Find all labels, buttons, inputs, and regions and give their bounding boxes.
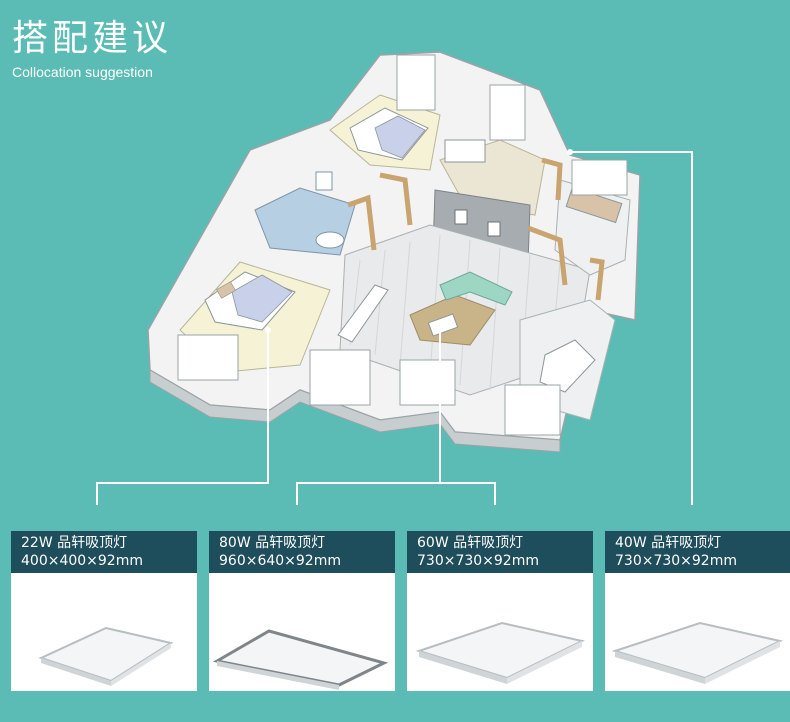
product-card-header: 22W 品轩吸顶灯 400×400×92mm xyxy=(11,531,197,573)
product-card-header: 80W 品轩吸顶灯 960×640×92mm xyxy=(209,531,395,573)
dining-table xyxy=(539,339,596,393)
product-size: 960×640×92mm xyxy=(219,553,341,569)
square-ceiling-light-icon xyxy=(611,621,783,684)
product-card-header: 40W 品轩吸顶灯 730×730×92mm xyxy=(605,531,790,573)
product-size: 730×730×92mm xyxy=(615,553,737,569)
connector-lines xyxy=(96,151,693,505)
sofa xyxy=(439,271,513,306)
product-card-22w[interactable]: 22W 品轩吸顶灯 400×400×92mm xyxy=(11,531,197,691)
desk xyxy=(444,139,486,163)
product-size: 730×730×92mm xyxy=(417,553,539,569)
rectangular-ceiling-light-icon xyxy=(212,629,389,690)
product-name: 40W 品轩吸顶灯 xyxy=(615,535,722,551)
product-size: 400×400×92mm xyxy=(21,553,143,569)
product-name: 22W 品轩吸顶灯 xyxy=(21,535,128,551)
square-ceiling-light-icon xyxy=(38,626,174,686)
product-card-80w[interactable]: 80W 品轩吸顶灯 960×640×92mm xyxy=(209,531,395,691)
page-title: 搭配建议 xyxy=(12,18,173,59)
product-card-40w[interactable]: 40W 品轩吸顶灯 730×730×92mm xyxy=(605,531,790,691)
tv-cabinet xyxy=(337,284,389,343)
bed-left xyxy=(204,271,296,331)
coffee-table xyxy=(427,313,459,337)
product-card-header: 60W 品轩吸顶灯 730×730×92mm xyxy=(407,531,593,573)
product-card-60w[interactable]: 60W 品轩吸顶灯 730×730×92mm xyxy=(407,531,593,691)
bed-top xyxy=(349,107,429,161)
door-frames xyxy=(347,157,605,301)
product-name: 80W 品轩吸顶灯 xyxy=(219,535,326,551)
windows xyxy=(177,54,628,436)
page-subtitle: Collocation suggestion xyxy=(12,64,153,80)
bathtub xyxy=(315,231,345,249)
toilet xyxy=(315,171,333,191)
product-name: 60W 品轩吸顶灯 xyxy=(417,535,524,551)
square-ceiling-light-icon xyxy=(415,621,585,684)
